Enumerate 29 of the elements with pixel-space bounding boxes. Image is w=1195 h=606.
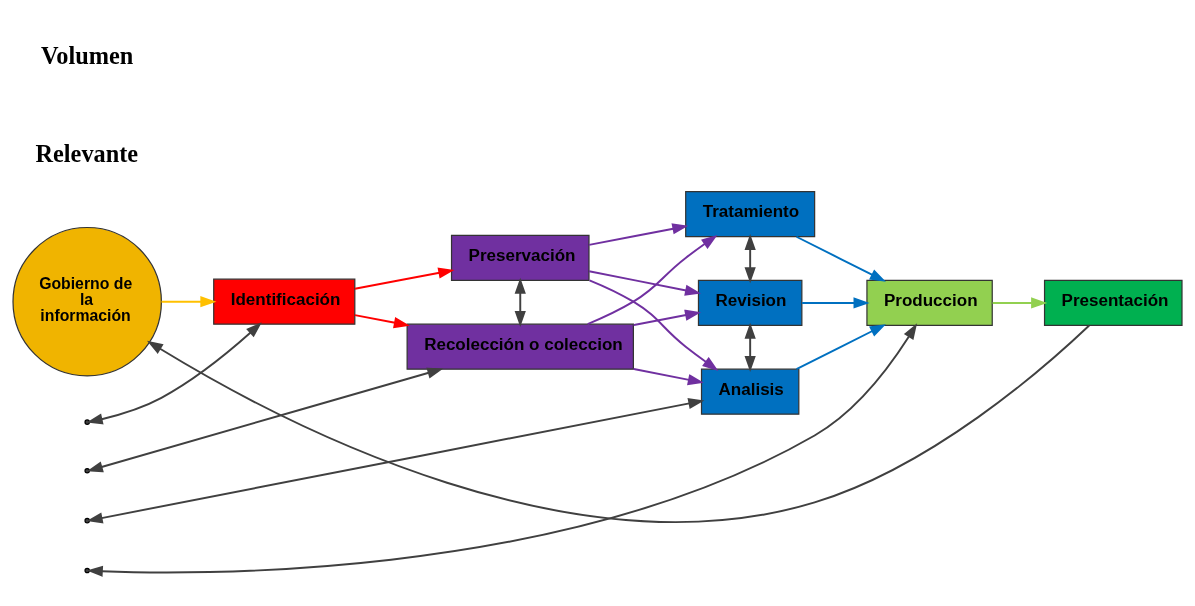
arrow xyxy=(353,267,455,290)
label: Volumen xyxy=(40,42,134,70)
arrow xyxy=(991,297,1048,309)
arrow xyxy=(801,297,870,309)
arrow xyxy=(632,309,702,327)
node-box: Recolección o coleccion xyxy=(406,323,634,370)
node-box: Analisis xyxy=(700,368,800,415)
node-box: Preservación xyxy=(450,234,590,282)
arrow xyxy=(744,233,756,284)
arrow xyxy=(160,296,217,308)
arrow xyxy=(795,235,886,282)
arrow xyxy=(588,279,719,371)
arrow xyxy=(632,367,704,386)
node-box: Revision xyxy=(697,279,803,327)
node-box: Produccion xyxy=(866,279,993,327)
arrow xyxy=(514,277,526,328)
arrow xyxy=(588,223,689,246)
node-box: Tratamiento xyxy=(685,191,816,238)
arrow xyxy=(86,322,262,425)
node-box: Identificación xyxy=(213,278,356,325)
arrow xyxy=(86,398,705,524)
arrow xyxy=(588,270,702,296)
node-box: Presentación xyxy=(1043,279,1183,327)
arrow xyxy=(86,367,444,473)
arrow xyxy=(795,324,886,371)
arrow xyxy=(586,235,718,326)
arrow xyxy=(353,314,410,329)
arrow xyxy=(744,322,756,373)
label: Relevante xyxy=(35,139,139,167)
